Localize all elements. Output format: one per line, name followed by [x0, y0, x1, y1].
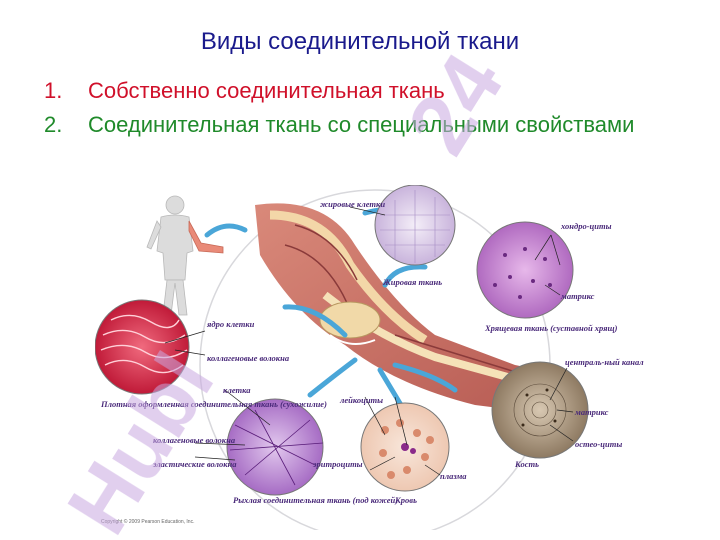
list-text-2: Соединительная ткань со специальными сво…: [88, 112, 635, 137]
label-collagen-bottom: коллагеновые волокна: [153, 435, 236, 445]
label-osteocytes: остео-циты: [575, 439, 622, 449]
label-dense-tissue: Плотная оформленная соединительная ткань…: [100, 399, 327, 409]
copyright-note: Copyright © 2009 Pearson Education, Inc.: [101, 518, 194, 525]
label-loose-tissue: Рыхлая соединительная ткань (под кожей): [233, 495, 398, 505]
list-number-1: 1.: [44, 78, 63, 103]
label-elastic-fibers: эластические волокна: [152, 459, 237, 469]
label-cell: клетка: [223, 385, 251, 395]
label-chondrocytes: хондро-циты: [560, 221, 612, 231]
label-blood: Кровь: [394, 495, 417, 505]
dense-tissue-circle: [95, 299, 190, 395]
label-bone-matrix: матрикс: [574, 407, 609, 417]
human-figure: [146, 195, 224, 316]
tissue-type-list: 1. Собственно соединительная ткань 2. Со…: [44, 76, 644, 140]
label-cartilage-matrix: матрикс: [560, 291, 595, 301]
list-item-1: 1. Собственно соединительная ткань: [44, 76, 644, 106]
label-collagen-top: коллагеновые волокна: [207, 353, 290, 363]
elbow-illustration: [255, 203, 565, 415]
label-nucleus: ядро клетки: [206, 319, 255, 329]
cartilage-circle: [476, 221, 574, 319]
label-leukocytes: лейкоциты: [339, 395, 383, 405]
slide-title: Виды соединительной ткани: [200, 28, 520, 55]
label-fat-tissue: Жировая ткань: [382, 277, 442, 287]
label-erythrocytes: эритроциты: [312, 459, 363, 469]
list-item-2: 2. Соединительная ткань со специальными …: [44, 110, 644, 140]
label-plasma: плазма: [440, 471, 467, 481]
connective-tissue-illustration: жировые клетки Жировая ткань хондро-циты…: [95, 185, 644, 530]
bone-circle: [491, 361, 589, 459]
list-text-1: Собственно соединительная ткань: [88, 78, 445, 103]
label-central-canal: централь-ный канал: [565, 357, 644, 367]
label-cartilage: Хрящевая ткань (суставной хрящ): [484, 323, 618, 333]
list-number-2: 2.: [44, 112, 63, 137]
label-fat-cells: жировые клетки: [320, 199, 385, 209]
label-bone: Кость: [514, 459, 539, 469]
